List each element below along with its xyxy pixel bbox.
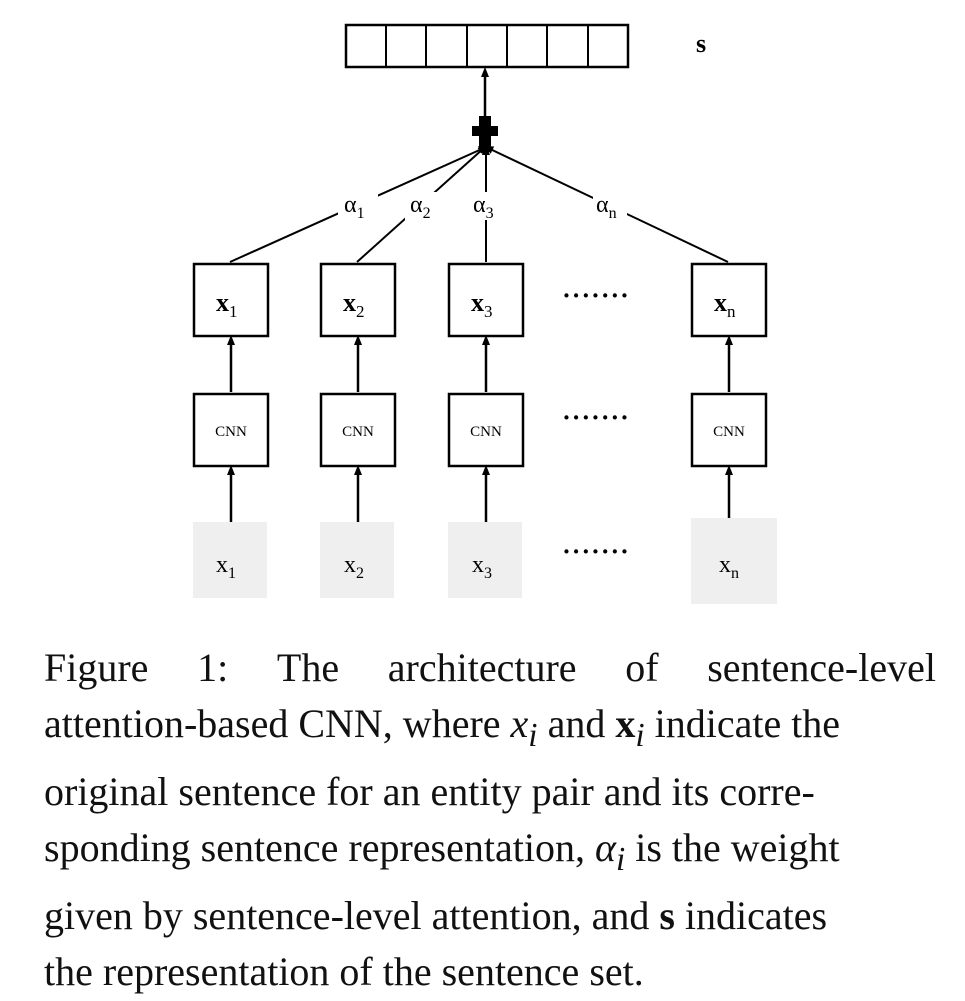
- cnn-label-n: CNN: [713, 424, 745, 440]
- input-label-1: x1: [216, 552, 236, 582]
- rep-label-3: x3: [471, 288, 493, 321]
- rep-box-n: [690, 262, 768, 338]
- cnn-box-n: [690, 392, 768, 468]
- rep-box-2: [319, 262, 397, 338]
- input-box-3: [448, 522, 522, 598]
- ellipsis-input: ·······: [562, 537, 630, 566]
- cnn-box-1: [192, 392, 270, 468]
- caption-line-4: sponding sentence representation, αi is …: [44, 825, 840, 878]
- ellipsis-rep: ·······: [562, 281, 630, 310]
- input-box-2: [320, 522, 394, 598]
- sum-plus-icon: [472, 116, 498, 152]
- alpha-2-label: α2: [410, 192, 431, 222]
- caption-line-6: the representation of the sentence set.: [44, 949, 644, 994]
- ellipsis-cnn: ·······: [562, 403, 630, 432]
- input-label-3: x3: [472, 552, 492, 582]
- rep-label-1: x1: [216, 288, 238, 321]
- cnn-label-3: CNN: [470, 424, 502, 440]
- output-label: s: [696, 29, 706, 58]
- figure-caption: Figure 1: The architecture of sentence-l…: [44, 640, 936, 1000]
- input-label-n: xn: [719, 552, 739, 582]
- cnn-label-1: CNN: [215, 424, 247, 440]
- output-vector: [344, 23, 630, 69]
- cnn-box-2: [319, 392, 397, 468]
- alpha-n-label: αn: [596, 192, 617, 222]
- input-label-2: x2: [344, 552, 364, 582]
- caption-line-3: original sentence for an entity pair and…: [44, 769, 815, 814]
- alpha-3-label: α3: [473, 192, 494, 222]
- caption-line-2: attention-based CNN, where xi and xi ind…: [44, 701, 841, 754]
- architecture-diagram: s α1 α2 α3 αn x1 x2 x3 xn CNN CNN CNN CN…: [192, 23, 777, 604]
- rep-label-2: x2: [343, 288, 365, 321]
- alpha-1-label: α1: [344, 192, 365, 222]
- input-box-n: [691, 518, 777, 604]
- input-box-1: [193, 522, 267, 598]
- rep-box-3: [447, 262, 525, 338]
- caption-line-1: Figure 1: The architecture of sentence-l…: [44, 645, 936, 690]
- rep-label-n: xn: [714, 288, 736, 321]
- cnn-label-2: CNN: [342, 424, 374, 440]
- rep-box-1: [192, 262, 270, 338]
- caption-line-5: given by sentence-level attention, and s…: [44, 893, 828, 938]
